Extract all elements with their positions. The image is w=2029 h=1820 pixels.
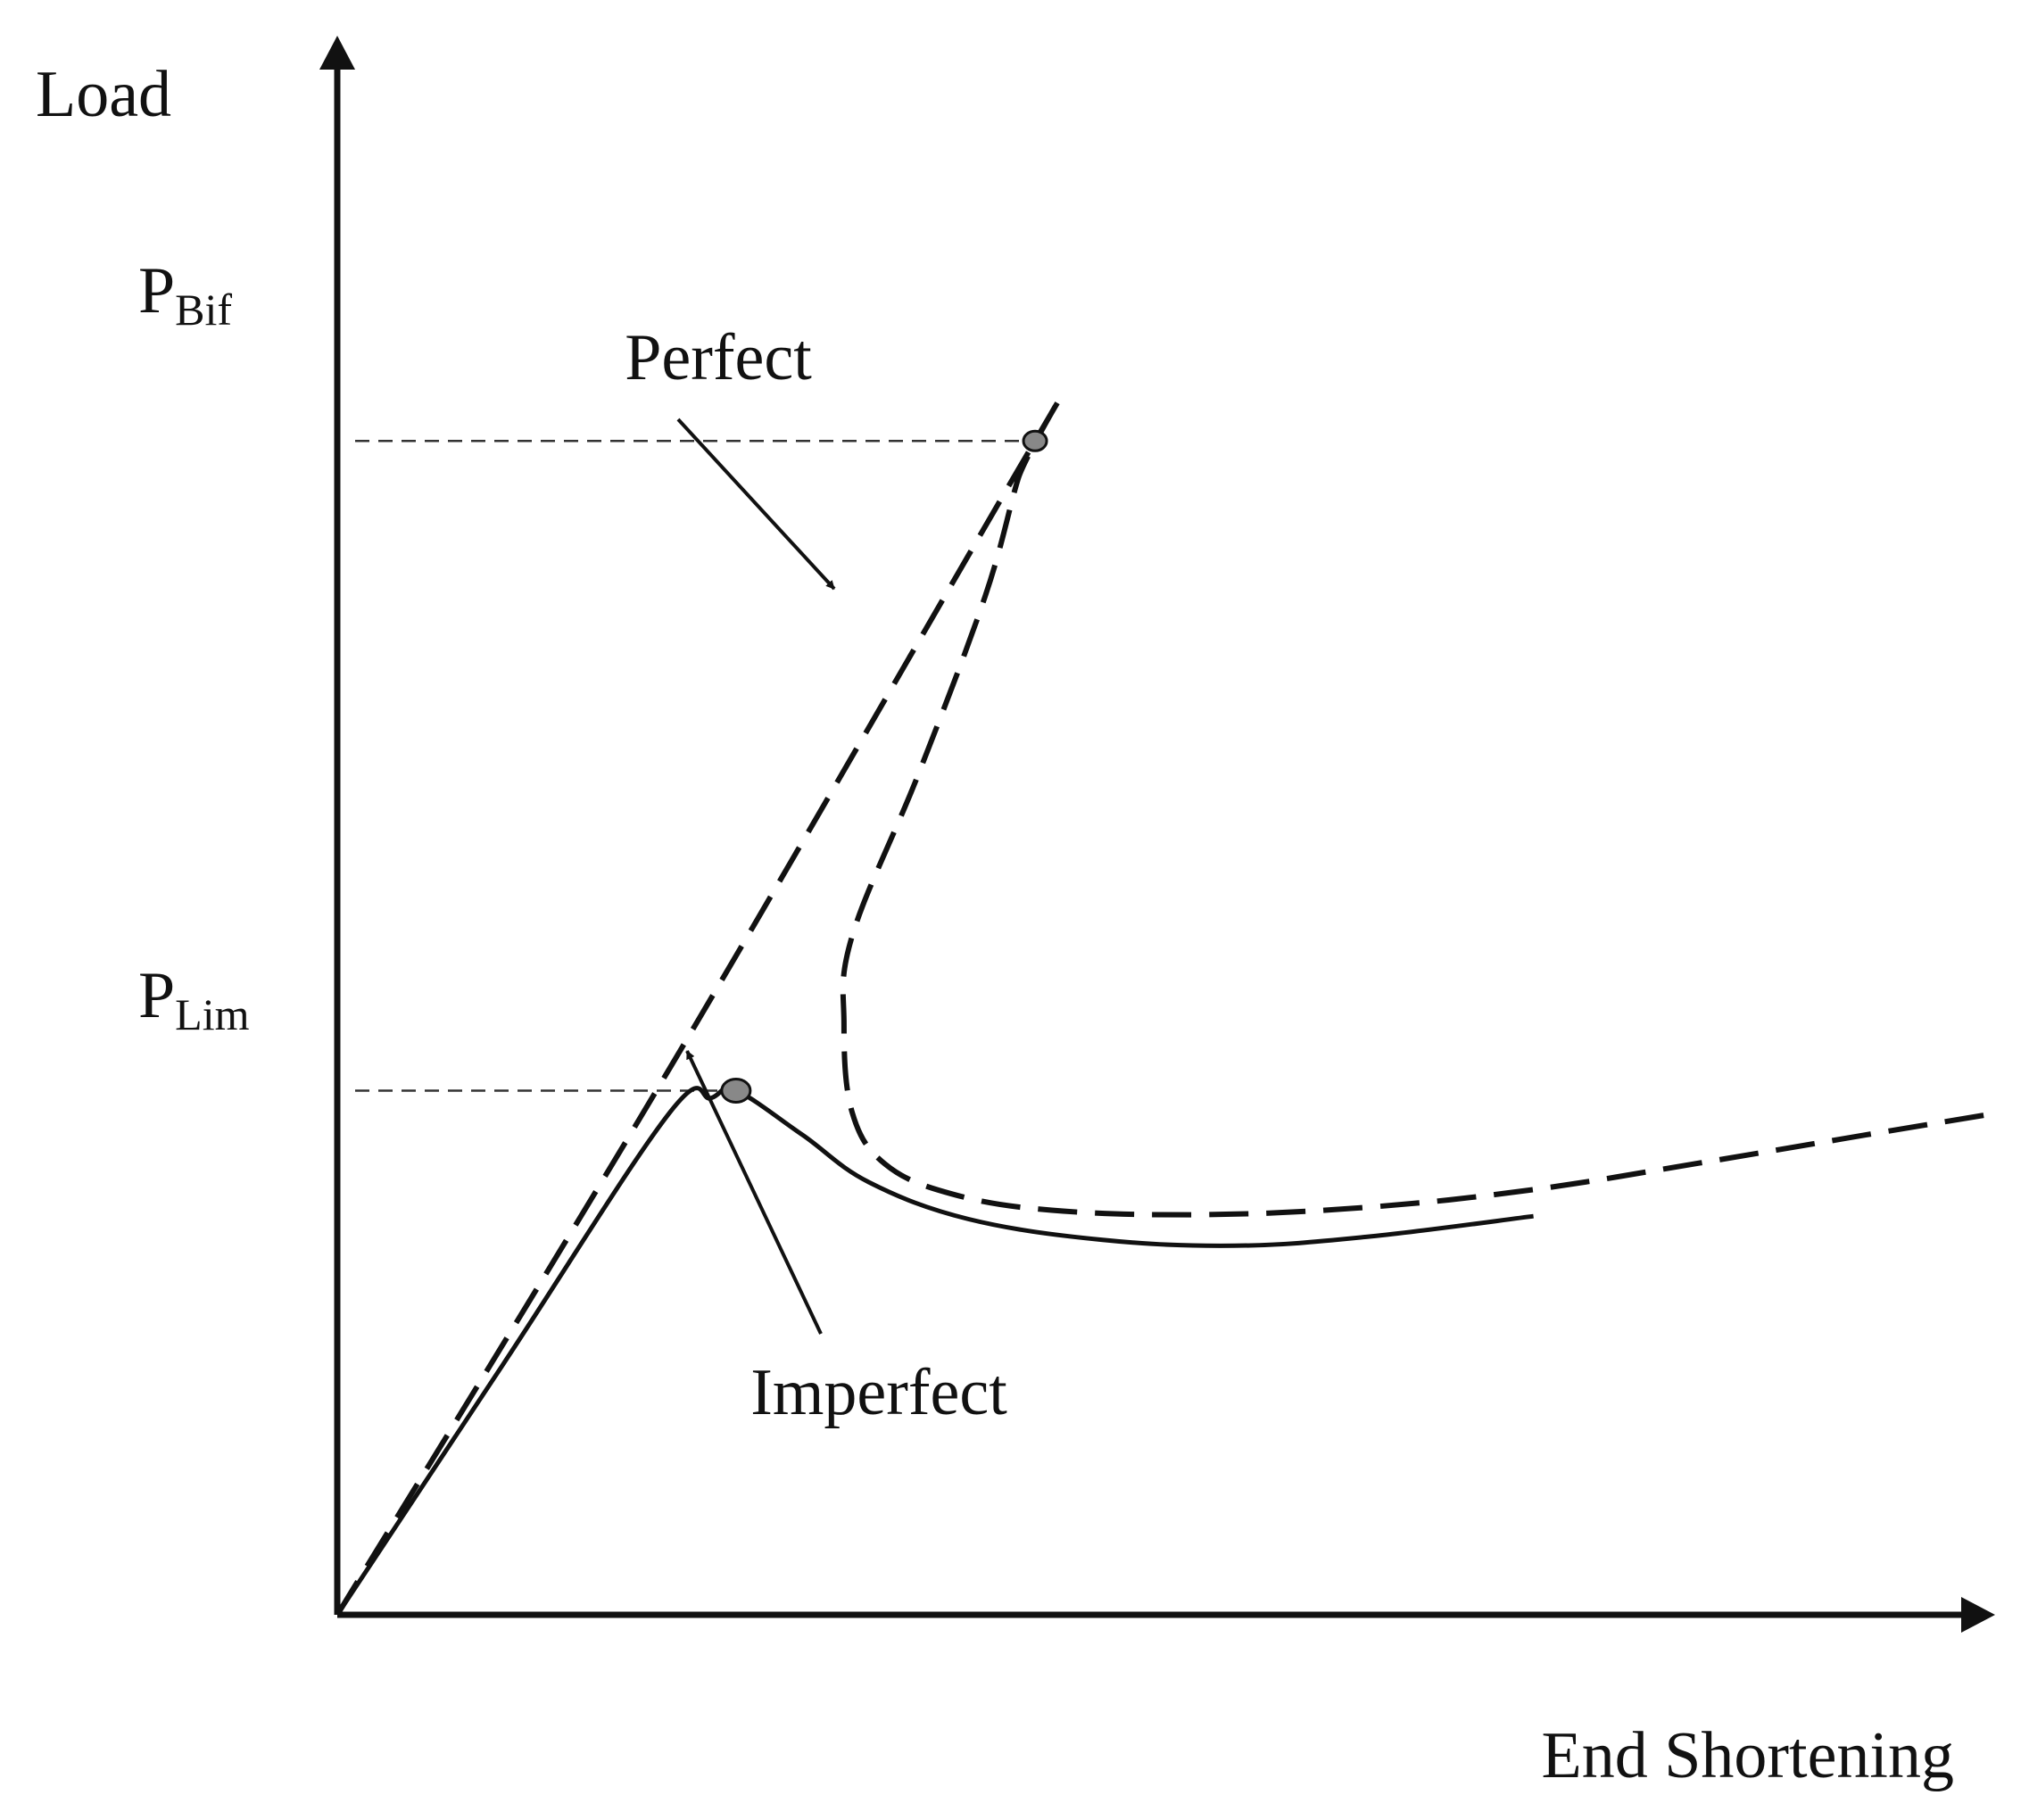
x-axis-arrowhead	[1961, 1597, 1995, 1633]
x-axis-title: End Shortening	[1542, 1719, 1954, 1792]
limit-point	[720, 1077, 752, 1104]
series-imperfect	[335, 1086, 1534, 1617]
series-perfect	[335, 394, 2000, 1617]
annotation-arrow-imperfect	[685, 1050, 823, 1335]
y-axis-arrowhead	[319, 36, 355, 70]
annotation-label-imperfect: Imperfect	[750, 1356, 1007, 1429]
y-marker-label-bif: PBif	[138, 254, 232, 335]
y-marker-label-lim: PLim	[138, 959, 250, 1039]
bifurcation-point	[1022, 429, 1048, 452]
y-axis-title: Load	[36, 58, 171, 131]
annotation-arrow-perfect	[676, 418, 836, 591]
annotation-label-perfect: Perfect	[625, 321, 812, 394]
